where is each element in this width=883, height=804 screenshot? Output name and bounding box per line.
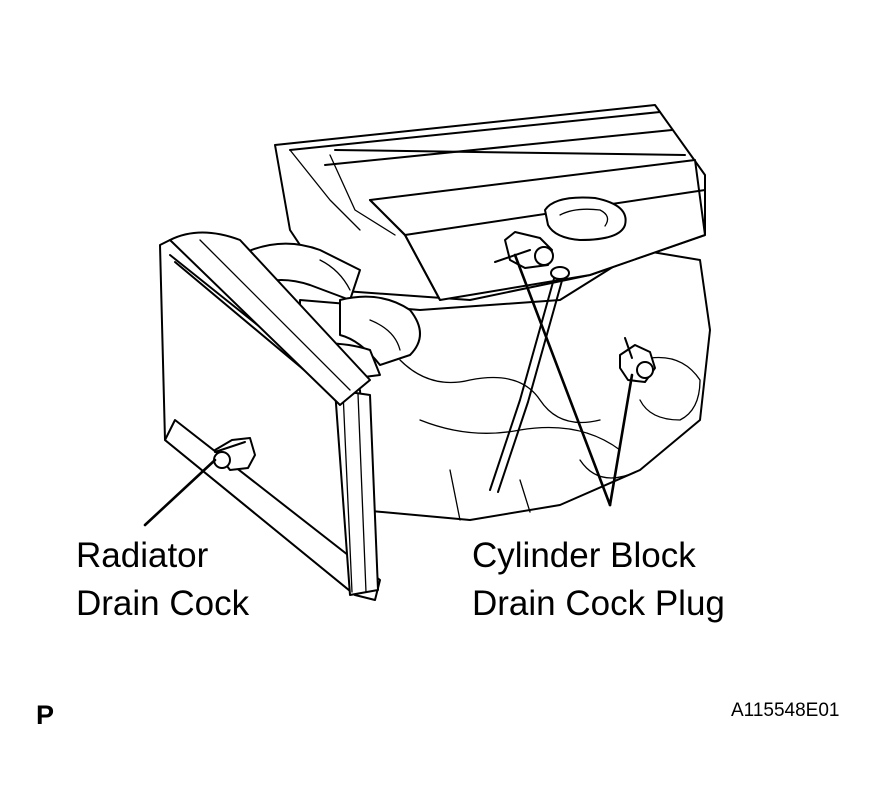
lower-plug-leader <box>608 373 634 507</box>
cylinder-label-line-2: Drain Cock Plug <box>472 584 725 623</box>
view-mark: P <box>36 700 55 730</box>
dipstick <box>489 266 570 493</box>
radiator-label-line-1: Radiator <box>76 536 209 575</box>
leader-lines <box>143 253 634 527</box>
radiator-drain-cock <box>213 437 256 471</box>
radiator-drain-cock-label: Radiator Drain Cock <box>76 532 249 628</box>
radiator-label-line-2: Drain Cock <box>76 584 250 623</box>
radiator-drain-cock-leader <box>143 458 217 527</box>
upper-plug-leader <box>513 253 612 507</box>
figure-code: A115548E01 <box>731 700 840 721</box>
cylinder-block-drain-cock-plug-label: Cylinder Block Drain Cock Plug <box>472 532 725 628</box>
cylinder-label-line-1: Cylinder Block <box>472 536 696 575</box>
